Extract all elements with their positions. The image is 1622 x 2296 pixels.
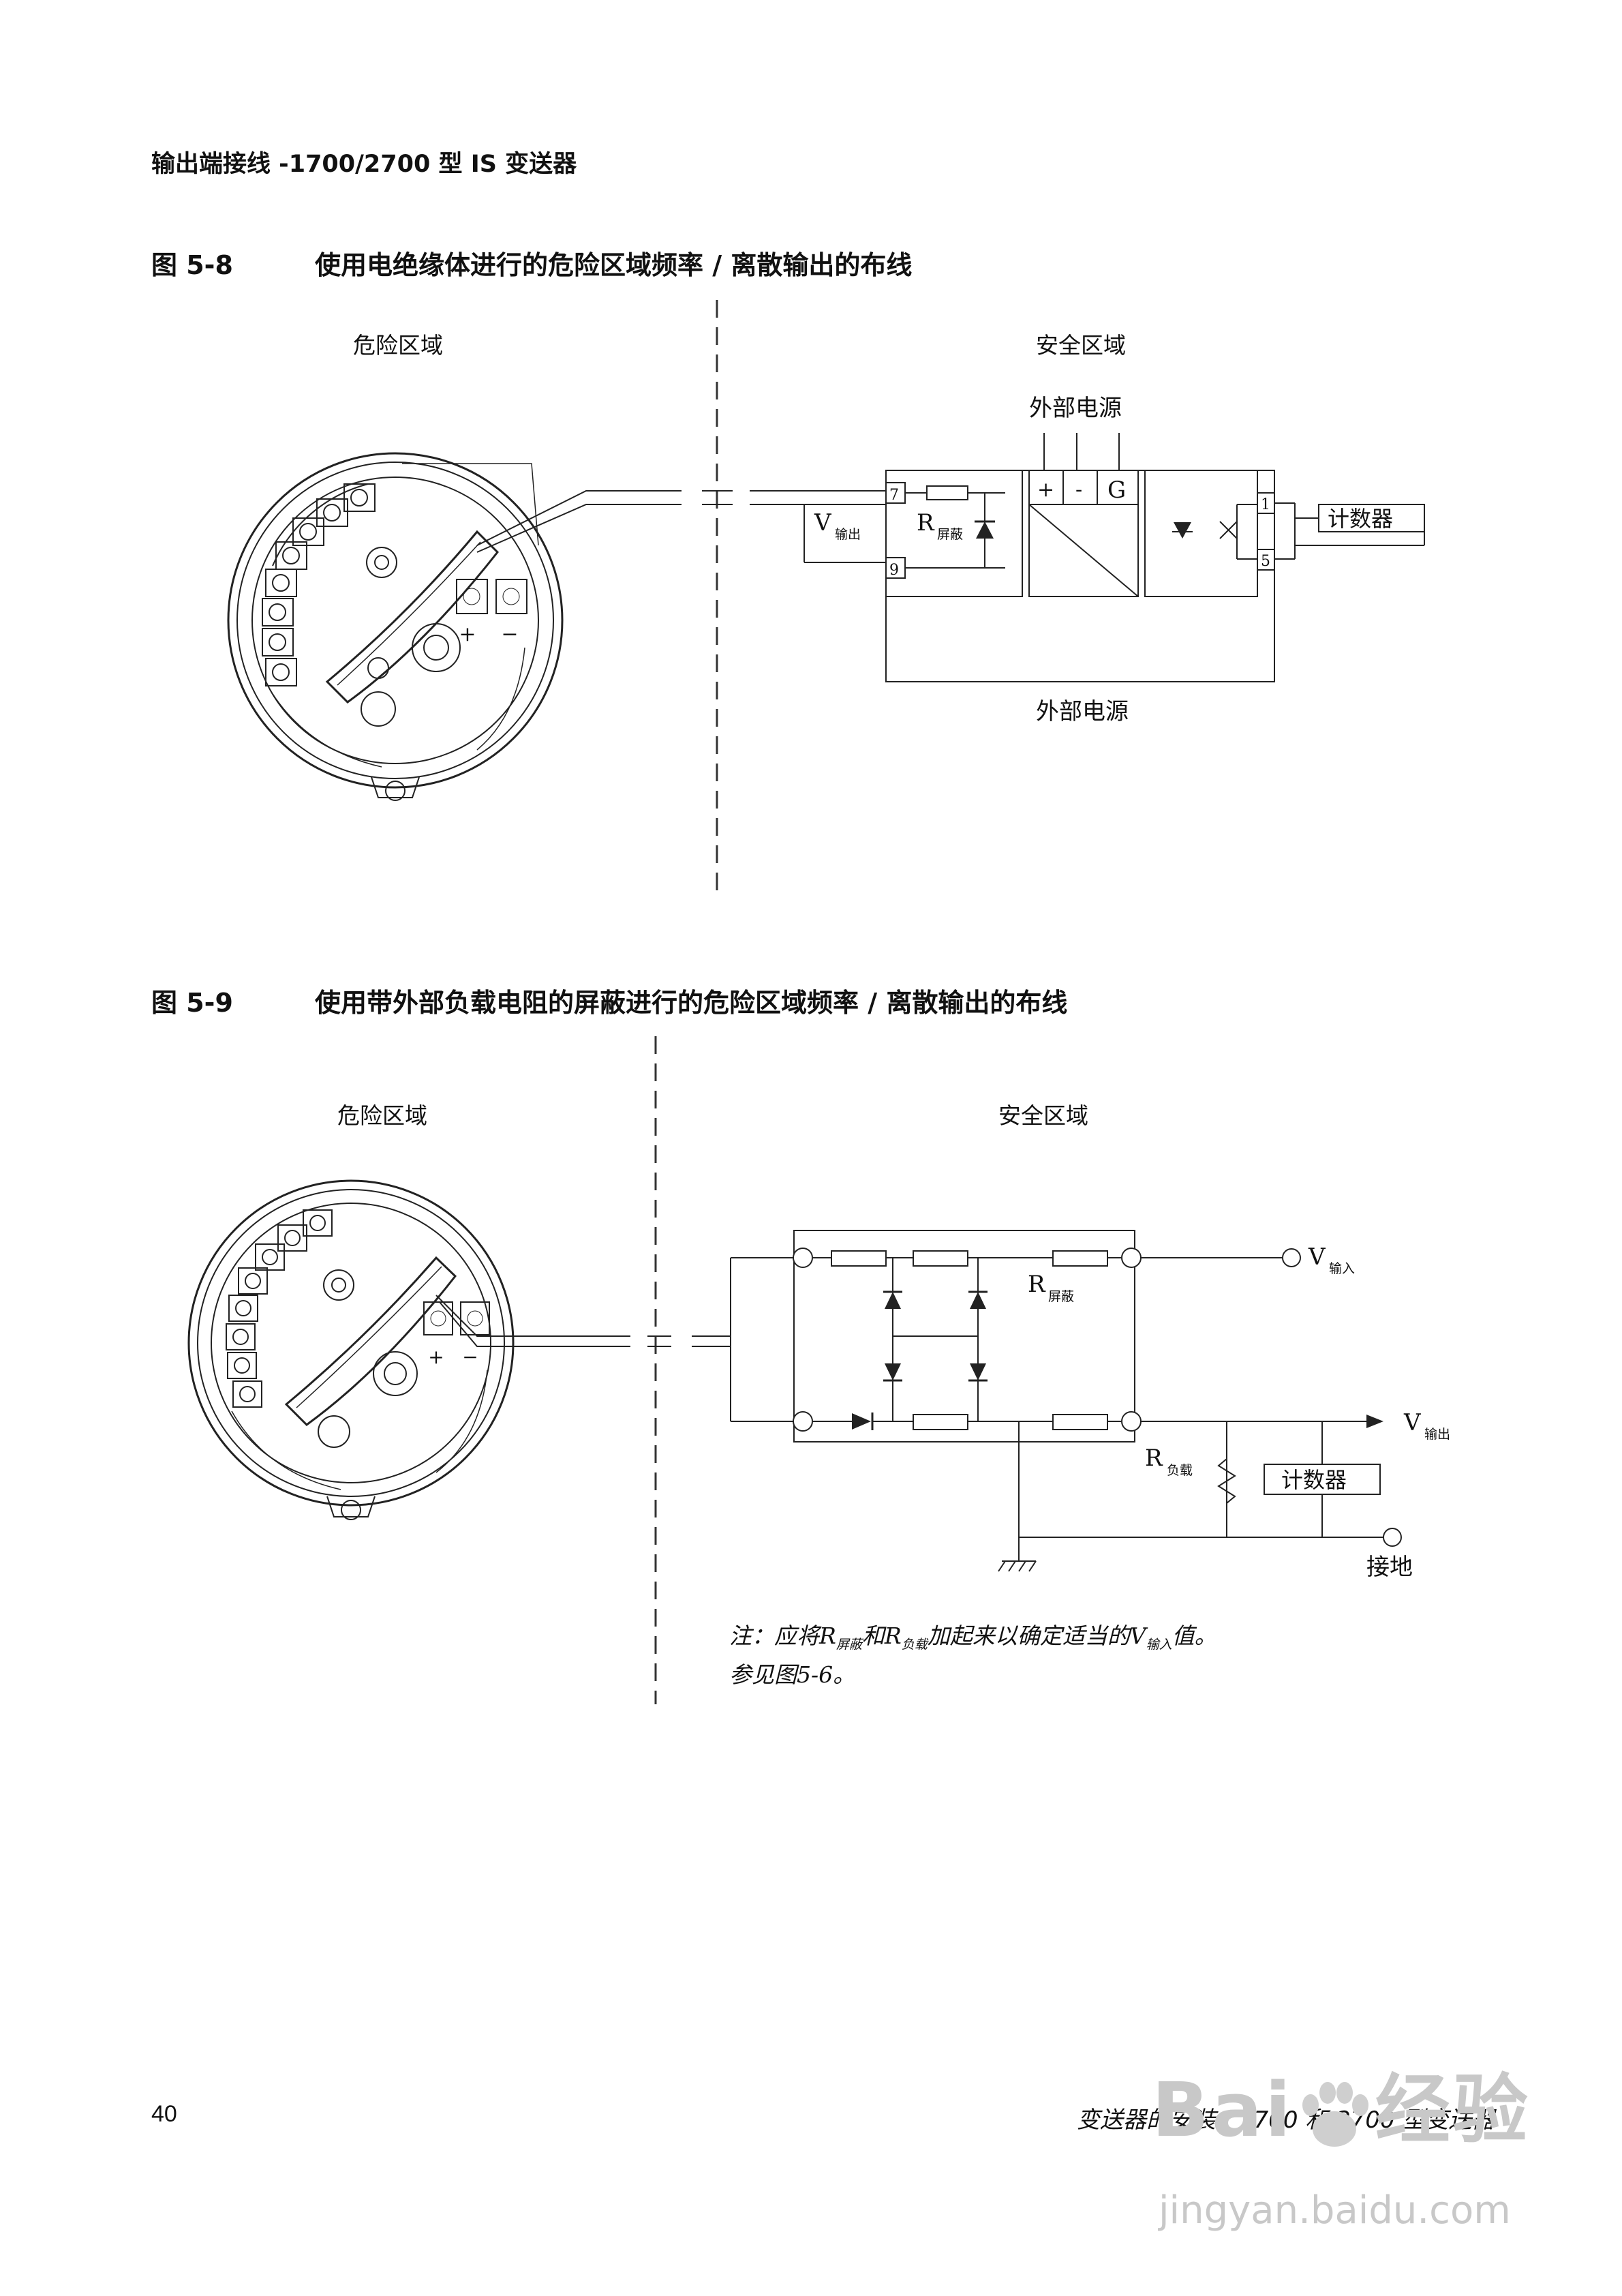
figure-9-note-line-2: 参见图5-6。 <box>729 1661 856 1688</box>
figure-9-barrier-box <box>793 1230 1135 1442</box>
figure-9-r-load-resistor <box>1217 1452 1236 1513</box>
watermark-url: jingyan.baidu.com <box>1159 2188 1511 2233</box>
svg-text:5: 5 <box>1261 553 1270 570</box>
figure-8-number: 图 5-8 <box>151 250 233 280</box>
figure-9-caption: 使用带外部负载电阻的屏蔽进行的危险区域频率 / 离散输出的布线 <box>315 988 1068 1018</box>
figure-9-counter-box <box>1264 1464 1381 1495</box>
figure-9-barrier-circuit <box>793 1248 1142 1432</box>
watermark-brand: Bai 经验 <box>1152 2066 1531 2154</box>
svg-text:9: 9 <box>889 562 899 579</box>
figure-8-r-label: R <box>917 509 935 537</box>
figure-8-terminal-1 <box>1257 492 1275 514</box>
figure-9-v-in-sub: 输入 <box>1329 1261 1355 1276</box>
figure-8-shield-circuit <box>905 485 1005 569</box>
paw-icon <box>1294 2078 1375 2153</box>
figure-8-plus: + <box>1037 478 1054 502</box>
figure-9-hazard-zone-label: 危险区域 <box>337 1102 427 1129</box>
svg-text:1: 1 <box>1261 496 1270 513</box>
svg-text:−: − <box>462 1346 478 1368</box>
figure-9-v-out-sub: 输出 <box>1424 1427 1450 1442</box>
figure-8-safe-zone-label: 安全区域 <box>1036 332 1126 359</box>
figure-8-transmitter-drawing <box>227 452 564 801</box>
figure-9-transmitter-terminal-signs: + − <box>428 1346 478 1368</box>
svg-text:−: − <box>501 622 518 646</box>
figure-9-counter: 计数器 <box>1281 1467 1347 1493</box>
svg-text:+: + <box>459 622 476 646</box>
figure-8-counter: 计数器 <box>1328 506 1393 532</box>
figure-8-isolator-box <box>885 470 1275 682</box>
figure-9-v-output-line <box>1018 1421 1383 1538</box>
svg-text:+: + <box>428 1346 444 1368</box>
figure-9-v-in-label: V <box>1308 1243 1326 1271</box>
figure-8-transmitter-terminal-signs: + − <box>459 622 518 646</box>
figure-9-v-out-arrow <box>1366 1415 1383 1428</box>
section-title: 输出端接线 -1700/2700 型 IS 变送器 <box>151 151 577 178</box>
figure-9-zener-diodes <box>852 1292 986 1430</box>
figure-8-power-module <box>1028 470 1139 597</box>
figure-8-ext-power-bottom: 外部电源 <box>1036 698 1129 725</box>
figure-8-counter-box <box>1318 504 1425 532</box>
figure-9-note: 注：应将R屏蔽和R负载加起来以确定适当的V输入值。 参见图5-6。 <box>729 1621 1217 1690</box>
figure-8-r-sub: 屏蔽 <box>937 527 963 542</box>
figure-8-cable <box>476 490 886 553</box>
figure-8-optocoupler-module <box>1144 470 1258 597</box>
figure-9-r-load-label: R <box>1145 1445 1163 1472</box>
figure-9-r-shield-label: R <box>1028 1271 1046 1298</box>
figure-8-terminal-7 <box>885 482 906 504</box>
figure-8-v-output-loop <box>804 504 886 563</box>
svg-text:7: 7 <box>889 487 899 504</box>
figure-9-note-line-1: 注：应将R屏蔽和R负载加起来以确定适当的V输入值。 <box>729 1622 1217 1652</box>
figure-9-ground-label: 接地 <box>1366 1554 1413 1581</box>
figure-9-safe-zone-label: 安全区域 <box>998 1102 1088 1129</box>
figure-8-v-sub: 输出 <box>835 527 861 542</box>
figure-8-diagram: + − V 输出 7 9 R 屏蔽 + - G <box>227 300 1425 896</box>
figure-8-ext-power-top: 外部电源 <box>1029 395 1122 422</box>
figure-8-input-module <box>885 470 1023 597</box>
figure-8-caption: 使用电绝缘体进行的危险区域频率 / 离散输出的布线 <box>315 250 913 280</box>
figure-9-v-out-label: V <box>1403 1409 1422 1436</box>
figure-8-hazard-zone-label: 危险区域 <box>353 332 443 359</box>
page-number: 40 <box>151 2101 177 2127</box>
figure-8-terminal-9 <box>885 557 906 579</box>
figure-8-shield-diode <box>976 522 994 539</box>
figure-9-ground-terminal <box>1383 1528 1402 1547</box>
figure-9-transmitter-drawing <box>187 1179 515 1520</box>
figure-9-diagram: + − <box>187 1036 1450 1704</box>
figure-9-number: 图 5-9 <box>151 988 233 1018</box>
figure-9-r-shield-sub: 屏蔽 <box>1048 1289 1074 1304</box>
figure-9-v-input-line <box>1141 1248 1301 1267</box>
figure-9-cable <box>435 1257 794 1422</box>
figure-8-minus: - <box>1075 478 1082 502</box>
figure-8-v-label: V <box>814 509 832 537</box>
footer-title: 变送器的安装：1700 和 2700 型变送器 <box>1077 2106 1495 2134</box>
figure-9-r-load-sub: 负载 <box>1167 1463 1193 1478</box>
figure-8-g: G <box>1107 477 1126 504</box>
figure-8-ext-power-leads <box>1043 433 1120 470</box>
figure-9-chassis-ground <box>998 1537 1037 1572</box>
